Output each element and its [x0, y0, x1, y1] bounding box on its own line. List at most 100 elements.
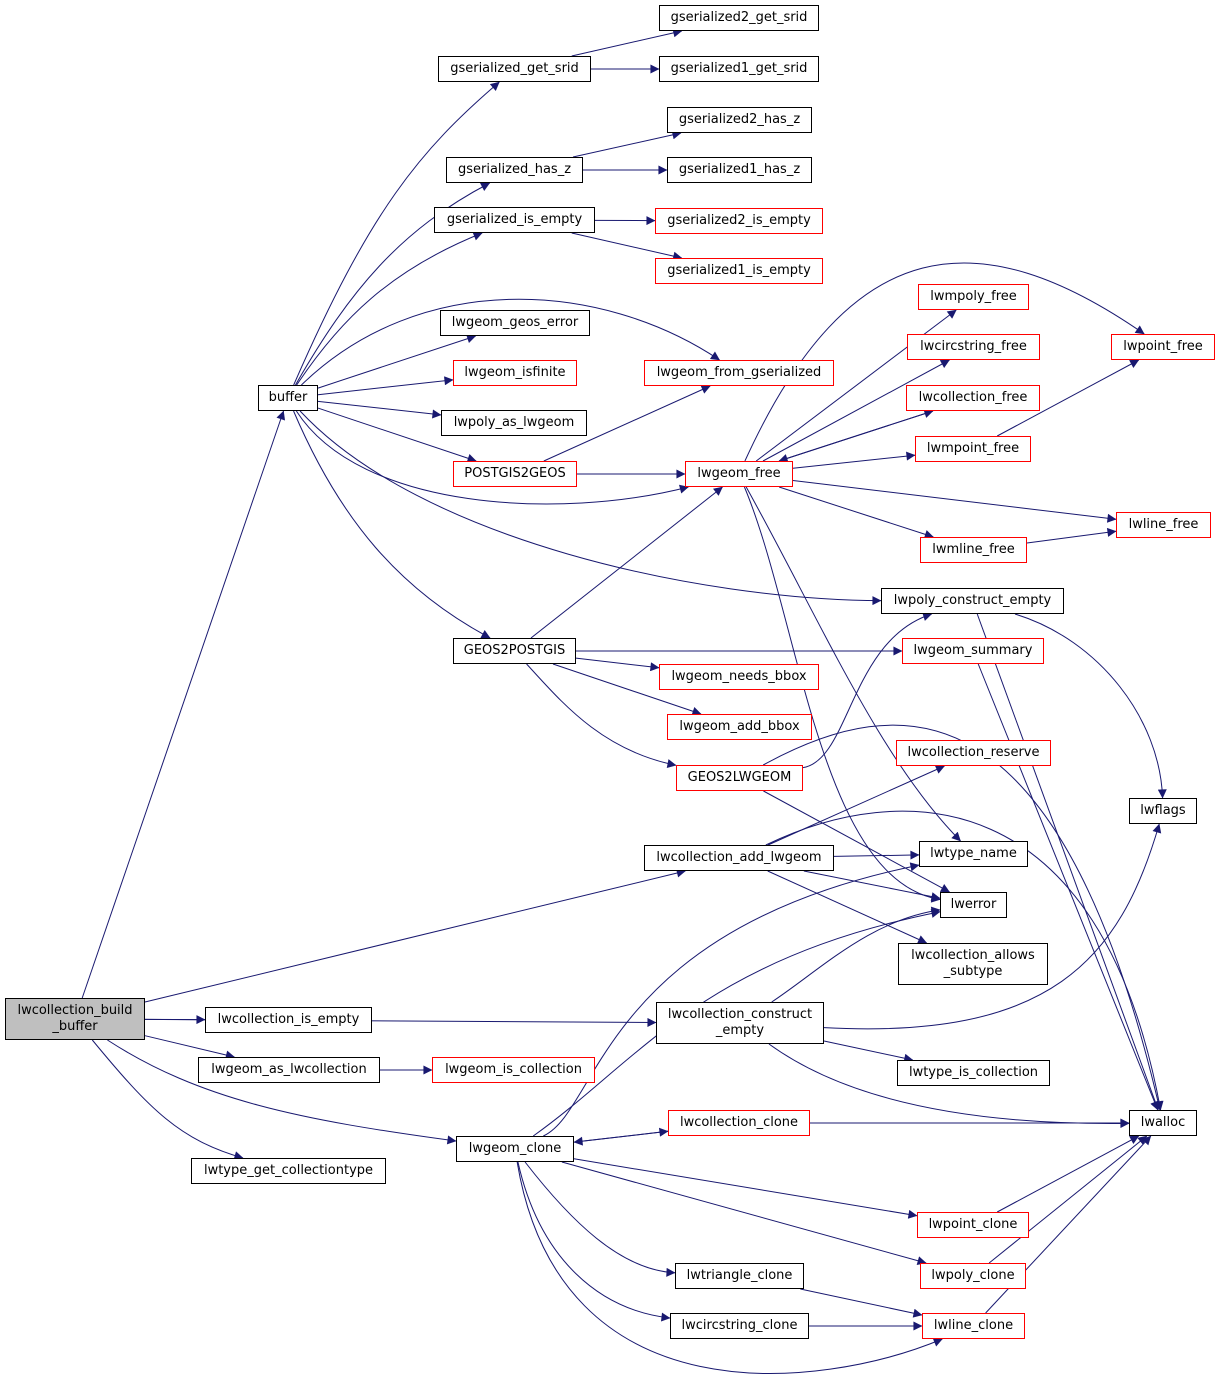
call-edge-GEOS2POSTGIS-to-lwgeom_add_bbox	[552, 663, 702, 716]
function-node-lwgeom-geos-error[interactable]: lwgeom_geos_error	[440, 310, 590, 336]
call-edge-lwcollection_build_buffer-to-lwtype_get_collectiontype	[91, 1039, 244, 1160]
function-node-lwpoint-clone[interactable]: lwpoint_clone	[917, 1212, 1029, 1238]
function-node-gserialized1-has-z[interactable]: gserialized1_has_z	[667, 157, 812, 183]
call-edge-lwcollection_add_lwgeom-to-lwerror	[803, 870, 941, 902]
call-edge-lwgeom_free-to-lwline_free	[792, 479, 1117, 523]
function-node-gserialized1-is-empty[interactable]: gserialized1_is_empty	[655, 258, 823, 284]
function-node-lwtriangle-clone[interactable]: lwtriangle_clone	[675, 1263, 804, 1289]
function-node-lwgeom-as-lwcollection[interactable]: lwgeom_as_lwcollection	[198, 1057, 380, 1083]
call-edge-buffer-to-gserialized_get_srid	[293, 81, 500, 386]
call-edge-lwcollection_build_buffer-to-buffer	[81, 410, 286, 999]
call-edge-gserialized_is_empty-to-gserialized1_is_empty	[571, 232, 683, 261]
call-edge-lwgeom_clone-to-lwpoint_clone	[573, 1158, 918, 1219]
call-edge-lwmline_free-to-lwline_free	[1026, 527, 1117, 544]
call-edge-lwcollection_add_lwgeom-to-lwcollection_allows_subtype	[767, 870, 928, 944]
function-node-geos2postgis[interactable]: GEOS2POSTGIS	[453, 638, 576, 664]
call-edge-lwgeom_clone-to-lwpoly_clone	[561, 1161, 927, 1266]
function-node-lwcollection-reserve[interactable]: lwcollection_reserve	[896, 740, 1051, 766]
function-node-lwcircstring-free[interactable]: lwcircstring_free	[907, 334, 1040, 360]
call-edge-buffer-to-lwgeom_from_gserialized	[301, 298, 720, 386]
function-node-lwflags[interactable]: lwflags	[1129, 798, 1197, 824]
call-edge-lwcollection_build_buffer-to-lwgeom_clone	[107, 1039, 457, 1145]
call-edge-lwgeom_clone-to-lwcircstring_clone	[517, 1161, 671, 1322]
function-node-lwgeom-is-collection[interactable]: lwgeom_is_collection	[432, 1057, 595, 1083]
function-node-lwgeom-summary[interactable]: lwgeom_summary	[902, 638, 1044, 664]
call-edge-buffer-to-lwpoly_as_lwgeom	[317, 400, 442, 419]
call-edge-buffer-to-lwpoly_construct_empty	[299, 410, 882, 606]
function-node-lwcollection-add-lwgeom[interactable]: lwcollection_add_lwgeom	[644, 845, 834, 871]
call-edge-lwmpoint_free-to-lwpoint_free	[996, 359, 1140, 437]
call-edge-buffer-to-gserialized_is_empty	[296, 232, 483, 386]
call-edge-GEOS2LWGEOM-to-lwpoly_construct_empty	[802, 612, 933, 769]
call-edge-GEOS2POSTGIS-to-lwgeom_free	[530, 486, 723, 639]
call-edge-lwgeom_free-to-lwmpoint_free	[792, 451, 916, 469]
function-node-lwalloc[interactable]: lwalloc	[1129, 1110, 1197, 1136]
call-edge-lwgeom_free-to-lwtype_name	[745, 486, 961, 842]
function-node-lwcollection-clone[interactable]: lwcollection_clone	[668, 1110, 810, 1136]
function-node-geos2lwgeom[interactable]: GEOS2LWGEOM	[676, 765, 803, 791]
function-node-lwgeom-needs-bbox[interactable]: lwgeom_needs_bbox	[659, 664, 819, 690]
call-edge-lwcollection_clone-to-lwgeom_clone	[573, 1130, 669, 1146]
function-node-lwcircstring-clone[interactable]: lwcircstring_clone	[670, 1313, 809, 1339]
function-node-lwmpoint-free[interactable]: lwmpoint_free	[915, 436, 1031, 462]
call-edge-lwpoly_construct_empty-to-lwflags	[1014, 613, 1167, 799]
function-node-gserialized2-has-z[interactable]: gserialized2_has_z	[667, 107, 812, 133]
function-node-lwgeom-from-gserialized[interactable]: lwgeom_from_gserialized	[644, 360, 834, 386]
call-edge-lwtriangle_clone-to-lwline_clone	[800, 1288, 923, 1318]
function-node-lwerror[interactable]: lwerror	[940, 892, 1007, 918]
call-edge-GEOS2POSTGIS-to-GEOS2LWGEOM	[526, 663, 677, 768]
function-node-postgis2geos[interactable]: POSTGIS2GEOS	[453, 461, 577, 487]
function-node-lwpoly-construct-empty[interactable]: lwpoly_construct_empty	[881, 588, 1064, 614]
function-node-lwmpoly-free[interactable]: lwmpoly_free	[918, 284, 1029, 310]
function-node-lwgeom-isfinite[interactable]: lwgeom_isfinite	[453, 360, 577, 386]
call-edge-lwpoly_clone-to-lwalloc	[988, 1135, 1148, 1264]
call-edge-buffer-to-POSTGIS2GEOS	[317, 407, 477, 463]
call-edge-lwcollection_construct_empty-to-lwtype_is_collection	[823, 1040, 914, 1063]
call-edge-lwcollection_add_lwgeom-to-lwalloc	[765, 810, 1164, 1111]
call-edge-lwgeom_free-to-lwerror	[743, 486, 941, 903]
function-node-lwmline-free[interactable]: lwmline_free	[920, 537, 1027, 563]
function-node-lwline-free[interactable]: lwline_free	[1116, 512, 1211, 538]
function-node-lwpoly-as-lwgeom[interactable]: lwpoly_as_lwgeom	[441, 410, 587, 436]
function-node-gserialized2-is-empty[interactable]: gserialized2_is_empty	[655, 208, 823, 234]
function-node-lwtype-name[interactable]: lwtype_name	[919, 841, 1028, 867]
function-node-gserialized-get-srid[interactable]: gserialized_get_srid	[438, 56, 591, 82]
call-edge-lwcollection_construct_empty-to-lwflags	[823, 823, 1162, 1030]
call-edge-buffer-to-lwgeom_isfinite	[317, 376, 454, 396]
call-edge-lwgeom_free-to-lwcircstring_free	[762, 359, 950, 462]
function-node-lwpoint-free[interactable]: lwpoint_free	[1111, 334, 1215, 360]
function-node-lwpoly-clone[interactable]: lwpoly_clone	[920, 1263, 1026, 1289]
function-node-lwline-clone[interactable]: lwline_clone	[922, 1313, 1025, 1339]
call-edge-buffer-to-lwgeom_geos_error	[317, 334, 477, 389]
function-node-gserialized-is-empty[interactable]: gserialized_is_empty	[434, 207, 595, 233]
call-edge-POSTGIS2GEOS-to-lwgeom_from_gserialized	[543, 385, 711, 462]
call-edge-lwgeom_summary-to-lwalloc	[977, 663, 1159, 1111]
call-edge-lwcollection_build_buffer-to-lwcollection_add_lwgeom	[144, 868, 686, 1003]
function-node-lwcollection-free[interactable]: lwcollection_free	[906, 385, 1040, 411]
call-edge-buffer-to-gserialized_has_z	[295, 182, 491, 386]
function-node-gserialized-has-z[interactable]: gserialized_has_z	[446, 157, 583, 183]
call-edge-lwpoint_clone-to-lwalloc	[996, 1135, 1140, 1213]
function-node-buffer[interactable]: buffer	[258, 385, 318, 411]
call-edge-lwcollection_construct_empty-to-lwerror	[771, 906, 941, 1003]
call-edge-GEOS2POSTGIS-to-lwgeom_needs_bbox	[575, 657, 660, 672]
call-edge-lwgeom_free-to-lwmline_free	[778, 486, 934, 539]
call-edge-gserialized_get_srid-to-gserialized2_get_srid	[571, 28, 683, 57]
function-node-lwcollection-construct-empty[interactable]: lwcollection_construct _empty	[656, 1002, 824, 1044]
function-node-lwcollection-is-empty[interactable]: lwcollection_is_empty	[205, 1007, 372, 1033]
function-node-lwtype-is-collection[interactable]: lwtype_is_collection	[897, 1060, 1050, 1086]
call-edge-lwpoly_construct_empty-to-lwalloc	[976, 613, 1160, 1111]
function-node-gserialized2-get-srid[interactable]: gserialized2_get_srid	[659, 5, 819, 31]
call-edge-buffer-to-lwgeom_free	[295, 410, 689, 505]
function-node-lwcollection-build-buffer[interactable]: lwcollection_build _buffer	[5, 998, 145, 1040]
function-node-lwgeom-free[interactable]: lwgeom_free	[685, 461, 793, 487]
call-edge-lwgeom_clone-to-lwline_clone	[516, 1161, 943, 1374]
call-edge-lwgeom_clone-to-lwtype_name	[543, 862, 920, 1137]
function-node-lwgeom-clone[interactable]: lwgeom_clone	[456, 1136, 574, 1162]
function-node-gserialized1-get-srid[interactable]: gserialized1_get_srid	[659, 56, 819, 82]
function-node-lwtype-get-collectiontype[interactable]: lwtype_get_collectiontype	[191, 1158, 386, 1184]
function-node-lwgeom-add-bbox[interactable]: lwgeom_add_bbox	[667, 714, 812, 740]
function-node-lwcollection-allows-subtype[interactable]: lwcollection_allows _subtype	[898, 943, 1048, 985]
